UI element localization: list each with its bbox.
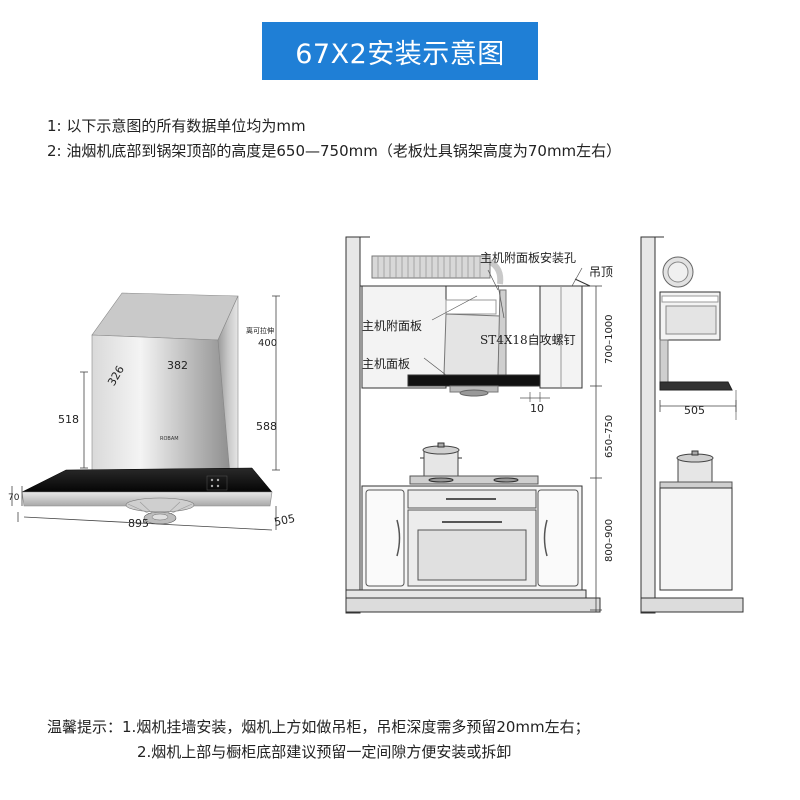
hood-dim-505: 505: [273, 512, 296, 529]
label-panel-hole: 主机附面板安装孔: [480, 250, 576, 265]
label-dim-650-750: 650–750: [604, 415, 615, 458]
tips-prefix: 温馨提示：: [47, 718, 123, 736]
label-dim-700-1000: 700–1000: [604, 314, 615, 364]
tips-line-1: 温馨提示：1.烟机挂墙安装，烟机上方如做吊柜，吊柜深度需多预留20mm左右；: [47, 716, 590, 737]
hood-dim-382: 382: [167, 359, 188, 372]
hood-stretch-label: 离可拉伸: [246, 326, 274, 335]
label-sub-panel: 主机附面板: [362, 319, 422, 333]
tips-text-1: 1.烟机挂墙安装，烟机上方如做吊柜，吊柜深度需多预留20mm左右；: [122, 718, 590, 736]
pot-front: [420, 442, 462, 477]
hood-illustration: ROBAM: [21, 292, 273, 525]
front-view: [345, 236, 602, 614]
label-screw: ST4X18自攻螺钉: [480, 333, 576, 347]
tips-text-2: 2.烟机上部与橱柜底部建议预留一定间隙方便安装或拆卸: [137, 743, 512, 761]
note-2: 2: 油烟机底部到锅架顶部的高度是650—750mm（老板灶具锅架高度为70mm…: [47, 142, 622, 160]
side-dim-505: 505: [684, 404, 705, 417]
exhaust-duct: [371, 255, 504, 285]
hood-dim-400: 400: [258, 338, 277, 349]
hood-dimensions: [11, 295, 280, 531]
hood-dim-70: 70: [8, 493, 20, 503]
label-main-panel: 主机面板: [362, 357, 410, 371]
side-view: [640, 236, 744, 614]
hood-dim-588: 588: [256, 420, 277, 433]
note-1: 1: 以下示意图的所有数据单位均为mm: [47, 117, 306, 135]
label-dim-10: 10: [530, 402, 544, 415]
tips-line-2: 2.烟机上部与橱柜底部建议预留一定间隙方便安装或拆卸: [137, 741, 511, 762]
hood-brand: ROBAM: [160, 436, 179, 442]
hood-dim-895: 895: [128, 517, 149, 530]
hood-dim-518: 518: [58, 413, 79, 426]
label-dim-800-900: 800–900: [604, 519, 615, 562]
title-banner: 67X2安装示意图: [262, 22, 538, 80]
label-ceiling: 吊顶: [589, 265, 613, 279]
